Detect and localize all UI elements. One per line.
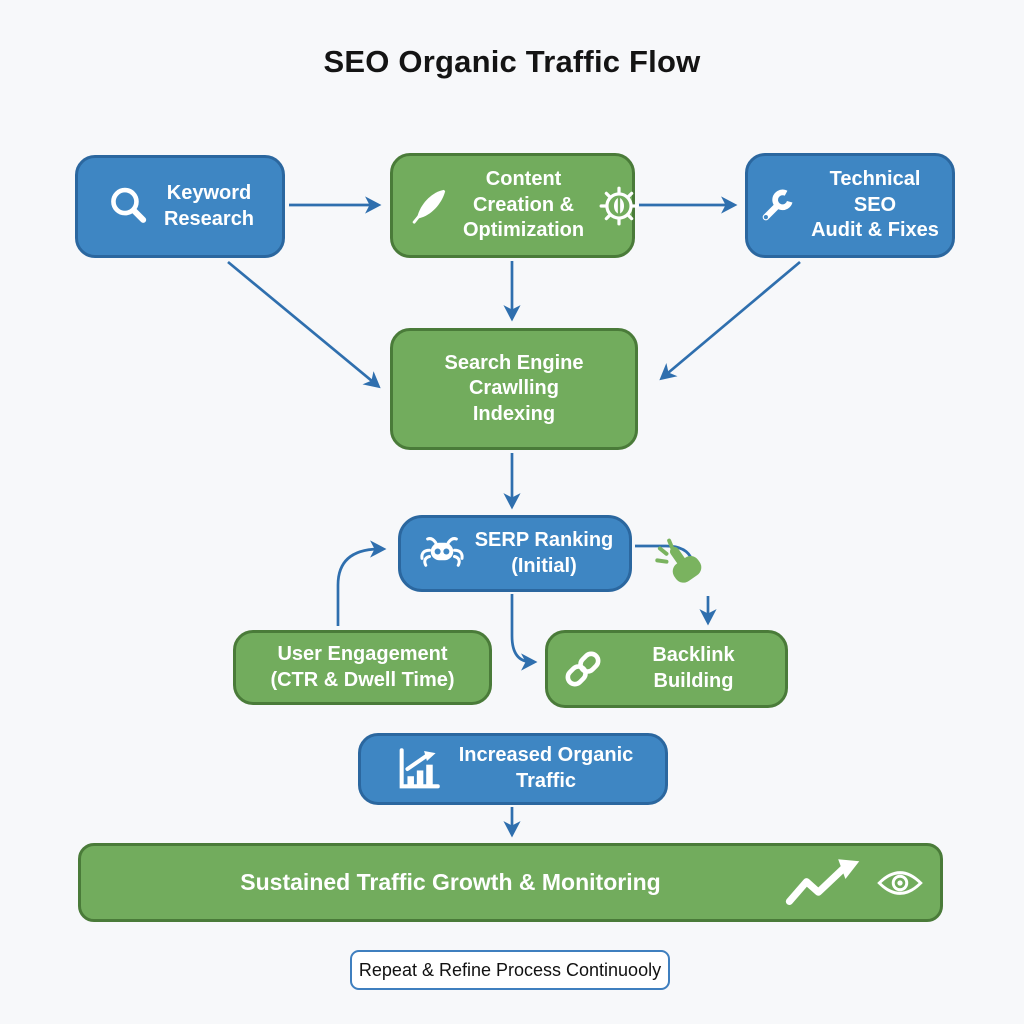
arrow-user-to-serp	[336, 540, 387, 626]
eye-icon	[876, 867, 924, 899]
node-label-increased-traffic: Increased Organic Traffic	[458, 744, 634, 792]
node-label-sustained-growth: Sustained Traffic Growth & Monitoring	[240, 868, 661, 895]
arrow-serp-to-backlink	[510, 594, 538, 671]
arrow-technical-to-search	[659, 260, 801, 381]
node-search-engine-crawling: Search Engine Crawlling Indexing	[390, 328, 638, 450]
node-label-content-creation: Content Creation & Optimization	[463, 168, 585, 242]
node-increased-traffic: Increased Organic Traffic	[358, 733, 668, 805]
node-user-engagement: User Engagement (CTR & Dwell Time)	[233, 630, 492, 705]
feather-icon	[407, 184, 451, 228]
page-title: SEO Organic Traffic Flow	[323, 44, 701, 79]
node-label-search-engine: Search Engine Crawlling Indexing	[444, 351, 584, 425]
node-label-user-engagement: User Engagement (CTR & Dwell Time)	[270, 642, 455, 691]
node-sustained-growth: Sustained Traffic Growth & Monitoring	[78, 843, 943, 922]
magnifier-icon	[106, 184, 152, 230]
repeat-note: Repeat & Refine Process Continuooly	[350, 950, 670, 990]
node-label-keyword-research: Keyword Research	[163, 181, 255, 230]
trend-arrow-icon	[782, 854, 868, 912]
node-serp-ranking: SERP Ranking (Initial)	[398, 515, 632, 592]
chain-link-icon	[560, 646, 606, 692]
repeat-note-label: Repeat & Refine Process Continuooly	[358, 959, 662, 980]
wrench-icon	[756, 185, 798, 227]
crawler-bot-icon	[417, 534, 467, 574]
node-label-technical-seo: Technical SEO Audit & Fixes	[811, 168, 939, 242]
node-technical-seo: Technical SEO Audit & Fixes	[745, 153, 955, 258]
node-label-serp-ranking: SERP Ranking (Initial)	[474, 528, 614, 577]
gear-icon	[596, 183, 642, 229]
line-serp-to-click-hand	[635, 544, 694, 561]
bar-chart-trend-icon	[393, 743, 445, 795]
node-keyword-research: Keyword Research	[75, 155, 285, 258]
click-hand-icon	[652, 534, 710, 592]
node-content-creation: Content Creation & Optimization	[390, 153, 639, 258]
node-label-backlink-building: Backlink Building	[652, 644, 735, 692]
arrow-keyword-to-search	[227, 260, 381, 389]
node-backlink-building: Backlink Building	[545, 630, 788, 708]
